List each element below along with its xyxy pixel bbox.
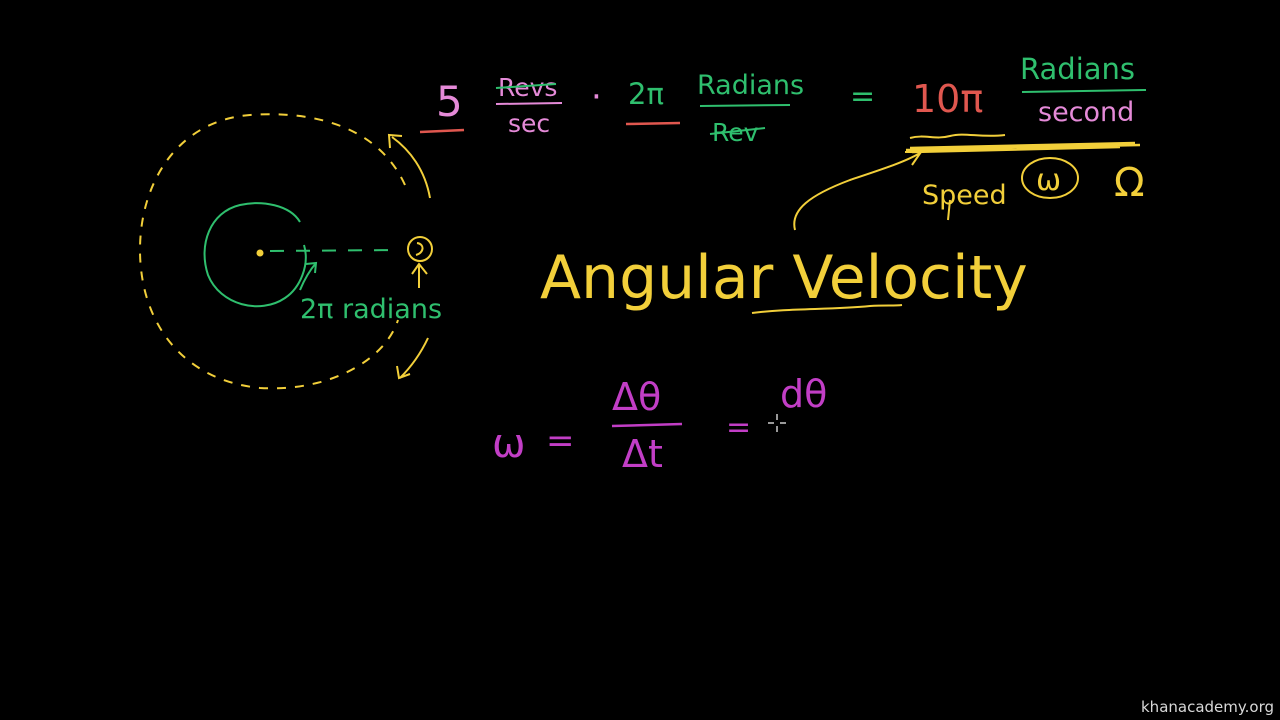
two-pi-label: 2π [628, 77, 664, 111]
two-pi-underline [625, 121, 681, 126]
angular-velocity-title: Angular Velocity [540, 243, 1028, 313]
two-pi-radians-label: 2π radians [300, 294, 442, 325]
radians-fraction-bar [699, 104, 791, 107]
ten-pi-squiggle [909, 133, 1006, 139]
revs-fraction-bar [495, 102, 563, 105]
radians-result-label: Radians [1020, 52, 1135, 86]
orbit-diagram [138, 113, 433, 390]
center-dot [256, 249, 264, 257]
orbiting-object-mark [415, 242, 424, 256]
multiply-dot: · [591, 77, 602, 117]
delta-t: Δt [622, 432, 663, 476]
orbiting-object [407, 236, 433, 262]
velocity-underline [751, 304, 903, 314]
ten-pi-value: 10π [912, 77, 983, 121]
omega-symbol: ω [492, 421, 526, 467]
omega-upper-label: Ω [1114, 160, 1145, 206]
inner-circle [203, 202, 307, 308]
second-label: second [1038, 97, 1134, 128]
equals-bottom-2: = [726, 410, 751, 445]
equals-bottom-1: = [546, 421, 575, 461]
crosshair-cursor-icon [768, 414, 786, 432]
d-theta: dθ [780, 372, 827, 416]
revs-strike [495, 83, 557, 89]
five-underline [419, 128, 465, 134]
bottom-equation: ω = Δθ Δt = dθ [492, 372, 827, 476]
omega-lower-label: ω [1036, 163, 1061, 198]
speed-tick [947, 199, 951, 221]
sec-label: sec [508, 109, 550, 138]
equals-top: = [850, 79, 875, 114]
omega-circle [1021, 157, 1079, 199]
rev-strike [709, 127, 766, 135]
delta-theta: Δθ [612, 375, 661, 419]
orbit-arrow-lower [396, 337, 429, 380]
five-revs-value: 5 [436, 77, 463, 126]
radians-arrow [299, 261, 318, 291]
outer-orbit-dashed-circle [138, 113, 406, 390]
result-fraction-bar [1021, 89, 1147, 93]
orbit-arrow-upper [387, 133, 431, 199]
watermark-text: khanacademy.org [1141, 698, 1274, 716]
title-to-speed-arrow [793, 151, 923, 231]
radius-dashed-line [269, 249, 401, 252]
object-up-arrow [411, 262, 428, 288]
speed-label: Speed [922, 180, 1007, 211]
top-equation: 5 Revs sec · 2π Radians Rev = 10π Radian… [419, 52, 1147, 154]
radians-label: Radians [697, 70, 804, 101]
delta-fraction-bar [611, 422, 683, 428]
speed-underline [905, 141, 1141, 154]
